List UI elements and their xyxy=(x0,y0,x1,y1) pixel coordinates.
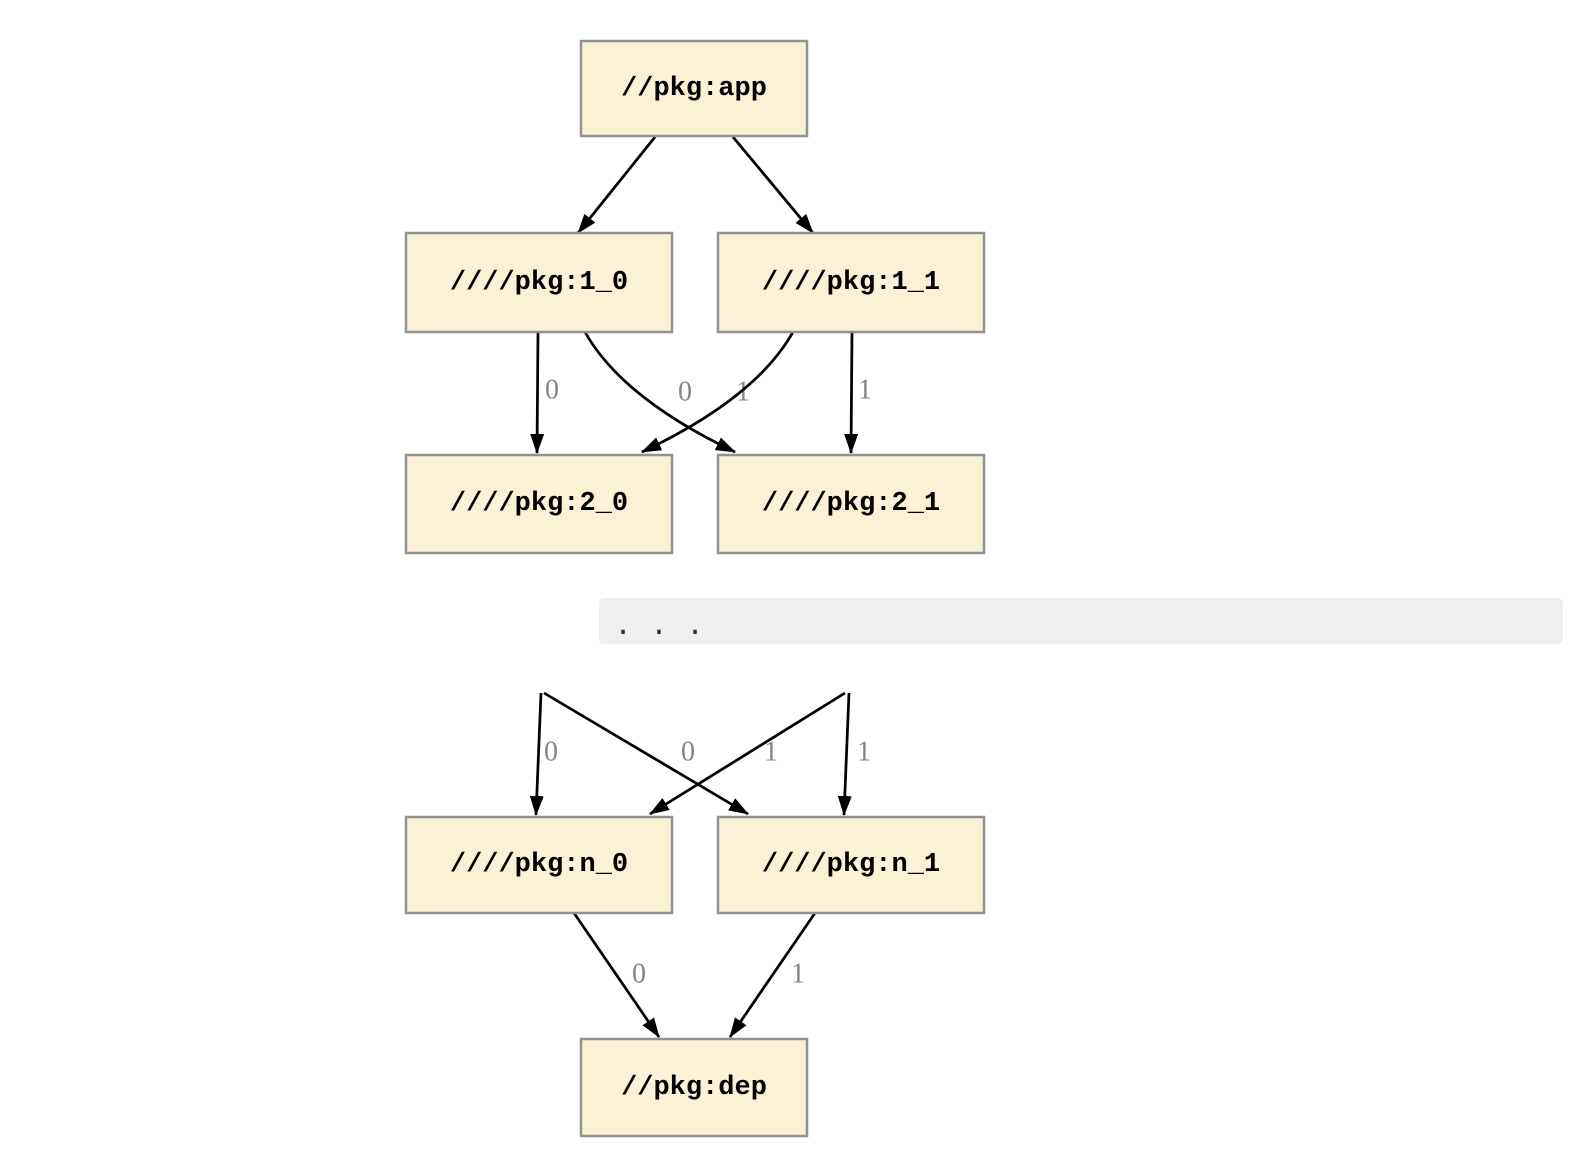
node-pkg-1_1: ////pkg:1_1 xyxy=(716,231,986,334)
node-label-1_0: ////pkg:1_0 xyxy=(450,268,628,298)
edge-label-1_0-to-2_1: 1 xyxy=(736,377,750,408)
edge-app-to-1_0 xyxy=(576,136,657,234)
edge-n_1-to-dep: 1 xyxy=(728,912,817,1038)
node-label-n_1: ////pkg:n_1 xyxy=(762,850,940,880)
edge-dots-straight-to-n_0: 0 xyxy=(529,692,558,816)
node-label-dep: //pkg:dep xyxy=(621,1073,767,1103)
node-pkg-2_0: ////pkg:2_0 xyxy=(404,453,674,555)
edge-label-dots-to-n_1: 1 xyxy=(857,737,871,768)
node-box-app xyxy=(579,39,809,138)
edge-label-dots-cross-to-n_1: 1 xyxy=(764,737,778,768)
node-label-app: //pkg:app xyxy=(621,74,767,104)
node-box-n_1 xyxy=(716,815,986,915)
edge-label-1_1-to-2_1: 1 xyxy=(858,375,872,406)
node-pkg-dep: //pkg:dep xyxy=(579,1037,809,1138)
edge-dots-cross-to-n_0: 0 xyxy=(649,691,846,816)
node-pkg-n_1: ////pkg:n_1 xyxy=(716,815,986,915)
edge-label-dots-cross-to-n_0: 0 xyxy=(681,737,695,768)
edge-1_0-to-2_0: 0 xyxy=(530,331,559,454)
node-label-n_0: ////pkg:n_0 xyxy=(450,850,628,880)
edge-dots-cross-to-n_1: 1 xyxy=(543,691,778,816)
node-pkg-n_0: ////pkg:n_0 xyxy=(404,815,674,915)
node-box-2_1 xyxy=(716,453,986,555)
edge-1_0-to-2_1: 1 xyxy=(583,331,750,454)
node-pkg-1_0: ////pkg:1_0 xyxy=(404,231,674,334)
node-box-1_1 xyxy=(716,231,986,334)
edge-label-n_1-to-dep: 1 xyxy=(791,959,805,990)
node-pkg-app: //pkg:app xyxy=(579,39,809,138)
node-box-2_0 xyxy=(404,453,674,555)
ellipsis-band: . . . xyxy=(599,598,1563,644)
node-label-2_0: ////pkg:2_0 xyxy=(450,489,628,519)
edge-dots-straight-to-n_1: 1 xyxy=(837,692,871,816)
edge-app-to-1_1 xyxy=(731,136,815,234)
edge-1_1-to-2_0: 0 xyxy=(641,331,795,454)
node-label-1_1: ////pkg:1_1 xyxy=(762,268,940,298)
ellipsis-band-background xyxy=(599,598,1563,644)
edge-label-dots-to-n_0: 0 xyxy=(544,737,558,768)
node-label-2_1: ////pkg:2_1 xyxy=(762,489,940,519)
node-box-1_0 xyxy=(404,231,674,334)
node-box-dep xyxy=(579,1037,809,1138)
edge-label-1_0-to-2_0: 0 xyxy=(545,375,559,406)
edge-label-n_0-to-dep: 0 xyxy=(632,959,646,990)
edge-n_0-to-dep: 0 xyxy=(572,912,661,1038)
node-pkg-2_1: ////pkg:2_1 xyxy=(716,453,986,555)
node-box-n_0 xyxy=(404,815,674,915)
edge-label-1_1-to-2_0: 0 xyxy=(678,377,692,408)
edge-1_1-to-2_1: 1 xyxy=(844,331,872,454)
ellipsis-text: . . . xyxy=(614,610,704,644)
